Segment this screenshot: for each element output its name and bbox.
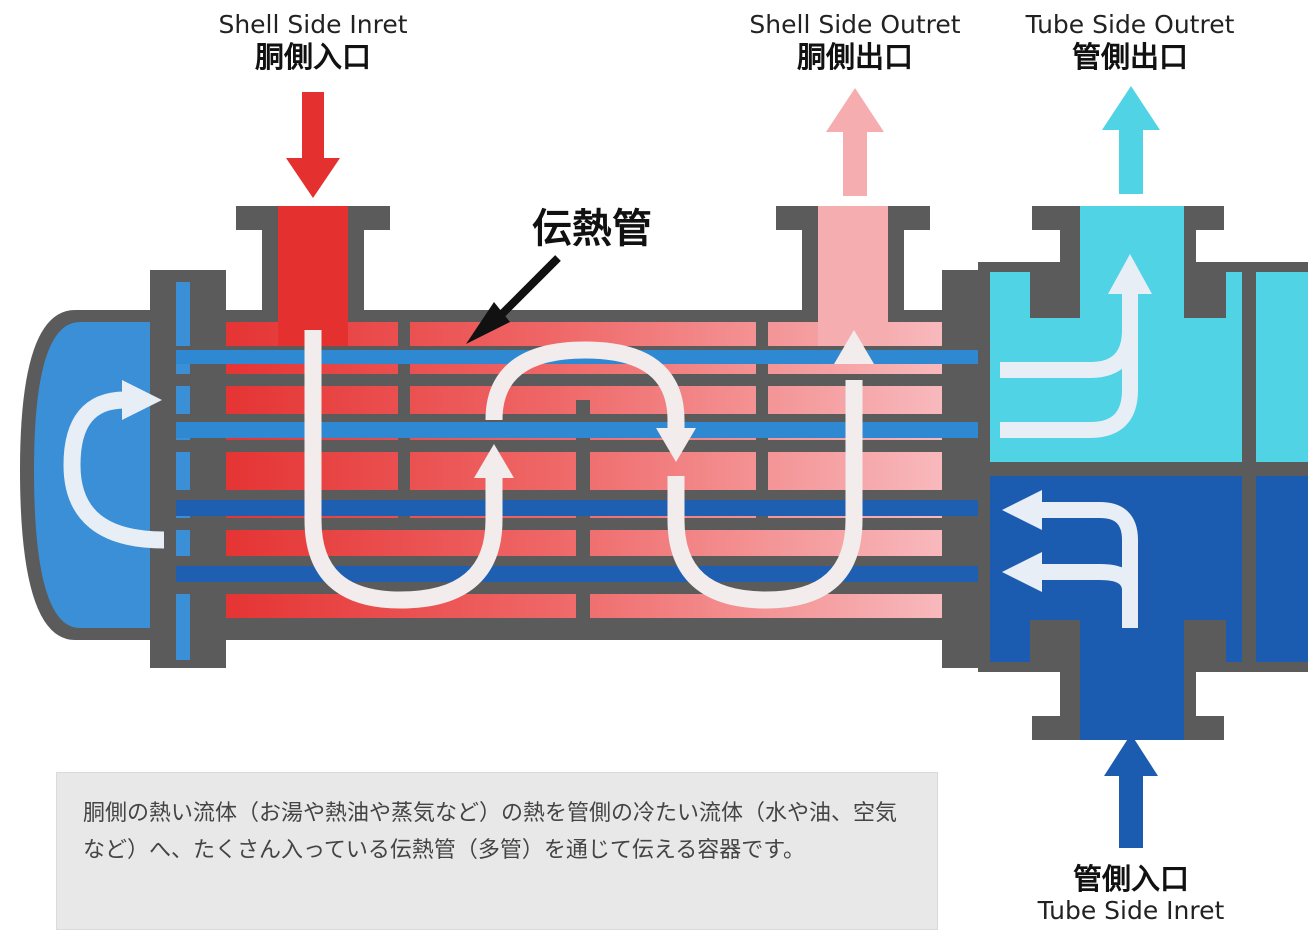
arrowhead xyxy=(1002,490,1042,530)
shell-outlet-label: Shell Side Outret 胴側出口 xyxy=(748,10,962,74)
tube-outlet-label-en: Tube Side Outret xyxy=(1025,10,1235,39)
arrowhead xyxy=(1002,552,1042,592)
arrowhead xyxy=(834,330,874,364)
arrowhead xyxy=(1108,254,1152,294)
shell-flow-arrow xyxy=(304,330,863,609)
shell-outlet-arrow xyxy=(826,88,884,196)
tube-outlet-flow-arrow xyxy=(1000,290,1138,438)
heat-tube-label: 伝熱管 xyxy=(532,206,652,252)
tube xyxy=(176,422,986,438)
shell-outlet-label-en: Shell Side Outret xyxy=(749,10,961,39)
tube-outlet-label: Tube Side Outret 管側出口 xyxy=(1018,10,1242,74)
left-tubesheet xyxy=(190,270,226,668)
tube-inlet-label-en: Tube Side Inret xyxy=(1037,896,1225,925)
caption-box: 胴側の熱い流体（お湯や熱油や蒸気など）の熱を管側の冷たい流体（水や油、空気など）… xyxy=(56,772,938,930)
right-tubesheet xyxy=(942,270,978,668)
tube-inlet-flow-arrow xyxy=(1040,502,1138,628)
tube-inlet-label-jp: 管側入口 xyxy=(1072,862,1189,896)
tube xyxy=(176,500,986,516)
pass-partition xyxy=(978,462,1308,476)
tube-outlet-label-jp: 管側出口 xyxy=(1071,40,1188,74)
shell-outlet-label-jp: 胴側出口 xyxy=(796,40,913,74)
tube-outlet-arrow xyxy=(1102,86,1160,194)
heat-tube-pointer xyxy=(466,255,561,344)
shell-inlet-label-jp: 胴側入口 xyxy=(254,40,371,74)
left-head-flow-arrow xyxy=(63,380,165,549)
shell-inlet-nozzle xyxy=(236,206,390,346)
tube-inlet-label: 管側入口 Tube Side Inret xyxy=(1026,862,1236,926)
tube xyxy=(176,566,986,582)
tube-inlet-arrow xyxy=(1104,734,1158,848)
shell-outlet-nozzle xyxy=(776,206,930,346)
left-head xyxy=(20,270,190,668)
arrowhead xyxy=(656,428,696,462)
shell-inlet-label-en: Shell Side Inret xyxy=(218,10,408,39)
arrowhead xyxy=(474,444,514,478)
shell-flow-arrowheads xyxy=(474,330,874,478)
shell-inlet-arrow xyxy=(286,92,340,198)
shell-inlet-label: Shell Side Inret 胴側入口 xyxy=(213,10,413,74)
caption-text: 胴側の熱い流体（お湯や熱油や蒸気など）の熱を管側の冷たい流体（水や油、空気など）… xyxy=(83,801,898,863)
